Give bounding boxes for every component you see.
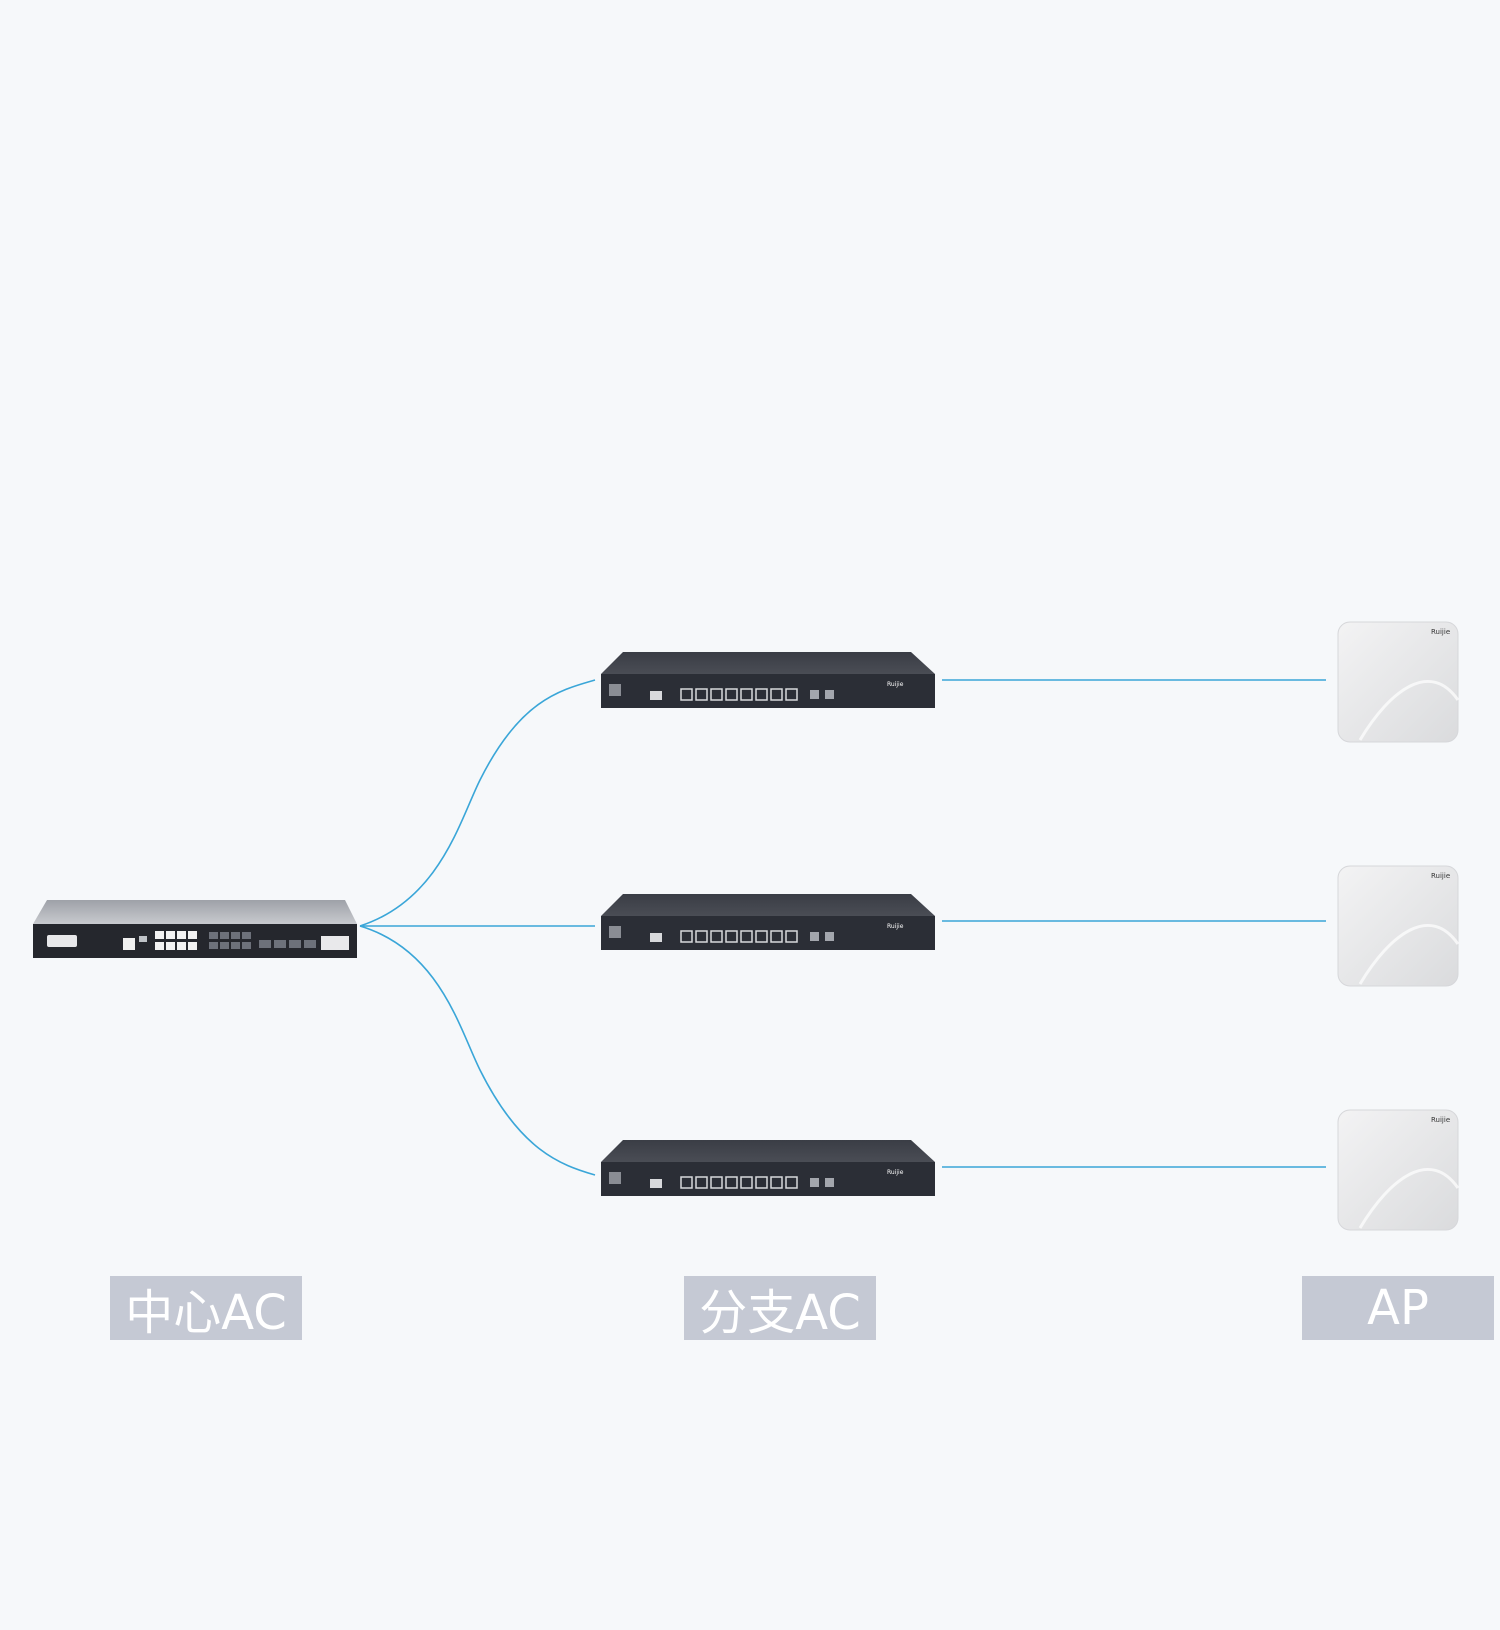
branch-ac-device-1: Ruijie: [601, 652, 935, 708]
center-ac-qr: [321, 936, 349, 950]
label-center-ac: 中心AC: [110, 1276, 302, 1341]
link-center-to-branch-3: [359, 925, 596, 1176]
center-ac-device: [33, 900, 357, 958]
branch-2-brand: Ruijie: [887, 923, 904, 930]
ap-3-brand: Ruijie: [1431, 1116, 1450, 1124]
center-ac-top: [33, 900, 357, 924]
ap-2-brand: Ruijie: [1431, 872, 1450, 880]
center-ac-ports-sfp: [209, 932, 316, 949]
label-branch-ac: 分支AC: [684, 1276, 876, 1341]
branch-1-brand: Ruijie: [887, 681, 904, 688]
branch-ac-device-2: Ruijie: [601, 894, 935, 950]
ap-device-2: Ruijie: [1337, 865, 1460, 987]
center-ac-console: [47, 935, 77, 947]
ap-device-1: Ruijie: [1337, 621, 1460, 743]
center-ac-ports-rj45: [155, 931, 197, 950]
label-ap: AP: [1302, 1276, 1494, 1340]
ap-device-3: Ruijie: [1337, 1109, 1460, 1231]
branch-ac-device-3: Ruijie: [601, 1140, 935, 1196]
ap-1-brand: Ruijie: [1431, 628, 1450, 636]
center-ac-front: [33, 924, 357, 958]
links: [359, 679, 1326, 1176]
branch-3-brand: Ruijie: [887, 1169, 904, 1176]
link-center-to-branch-1: [359, 679, 596, 927]
